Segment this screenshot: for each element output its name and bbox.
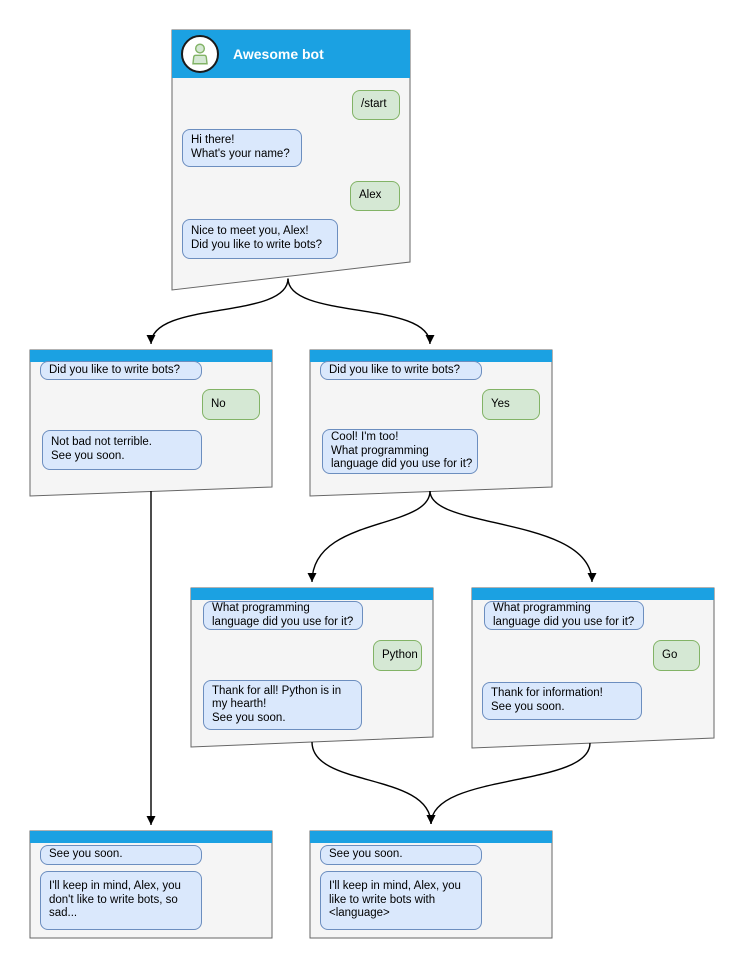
user-message-bubble: Alex [350,181,400,211]
connector-python-to-end-yes [311,741,436,825]
chat-window-branch-go: What programming language did you use fo… [472,588,714,748]
bot-message-bubble: Thank for information! See you soon. [482,682,642,720]
user-message-bubble: No [202,389,260,420]
connector-branch-yes-to-go [429,490,597,583]
window-title-bar [310,831,552,843]
window-title-bar [472,588,714,600]
chat-title: Awesome bot [233,46,324,62]
connector-start-to-branch-no [146,278,289,345]
chat-window-end-yes: See you soon. I'll keep in mind, Alex, y… [310,831,552,938]
user-message-bubble: Go [653,640,700,671]
chat-window-branch-python: What programming language did you use fo… [191,588,433,747]
chat-header: Awesome bot [172,30,410,78]
bot-message-bubble: See you soon. [40,845,202,865]
connector-branch-yes-to-python [307,490,431,583]
bot-message-bubble: Did you like to write bots? [320,361,482,380]
bot-message-bubble: What programming language did you use fo… [484,601,644,630]
user-message-bubble: Yes [482,389,540,420]
bot-message-bubble: Cool! I'm too! What programming language… [322,429,478,474]
bot-message-bubble: I'll keep in mind, Alex, you don't like … [40,871,202,930]
bot-message-bubble: Did you like to write bots? [40,361,202,380]
chat-window-end-no: See you soon. I'll keep in mind, Alex, y… [30,831,272,938]
window-title-bar [310,350,552,362]
window-title-bar [30,831,272,843]
window-title-bar [30,350,272,362]
bot-message-bubble: Nice to meet you, Alex! Did you like to … [182,219,338,259]
chat-window-branch-yes: Did you like to write bots? Yes Cool! I'… [310,350,552,496]
connector-start-to-branch-yes [287,278,435,345]
bot-message-bubble: I'll keep in mind, Alex, you like to wri… [320,871,482,930]
bot-avatar [181,35,219,73]
bot-message-bubble: Hi there! What's your name? [182,129,302,167]
bot-message-bubble: Not bad not terrible. See you soon. [42,430,202,470]
person-icon [192,43,208,65]
window-title-bar [191,588,433,600]
connector-go-to-end-yes [426,742,591,825]
chat-window-branch-no: Did you like to write bots? No Not bad n… [30,350,272,496]
chat-window-start: Awesome bot /start Hi there! What's your… [172,30,410,292]
bot-message-bubble: What programming language did you use fo… [203,601,363,630]
user-message-bubble: /start [352,90,400,120]
bot-message-bubble: See you soon. [320,845,482,865]
bot-message-bubble: Thank for all! Python is in my hearth! S… [203,680,362,730]
user-message-bubble: Python [373,640,422,671]
